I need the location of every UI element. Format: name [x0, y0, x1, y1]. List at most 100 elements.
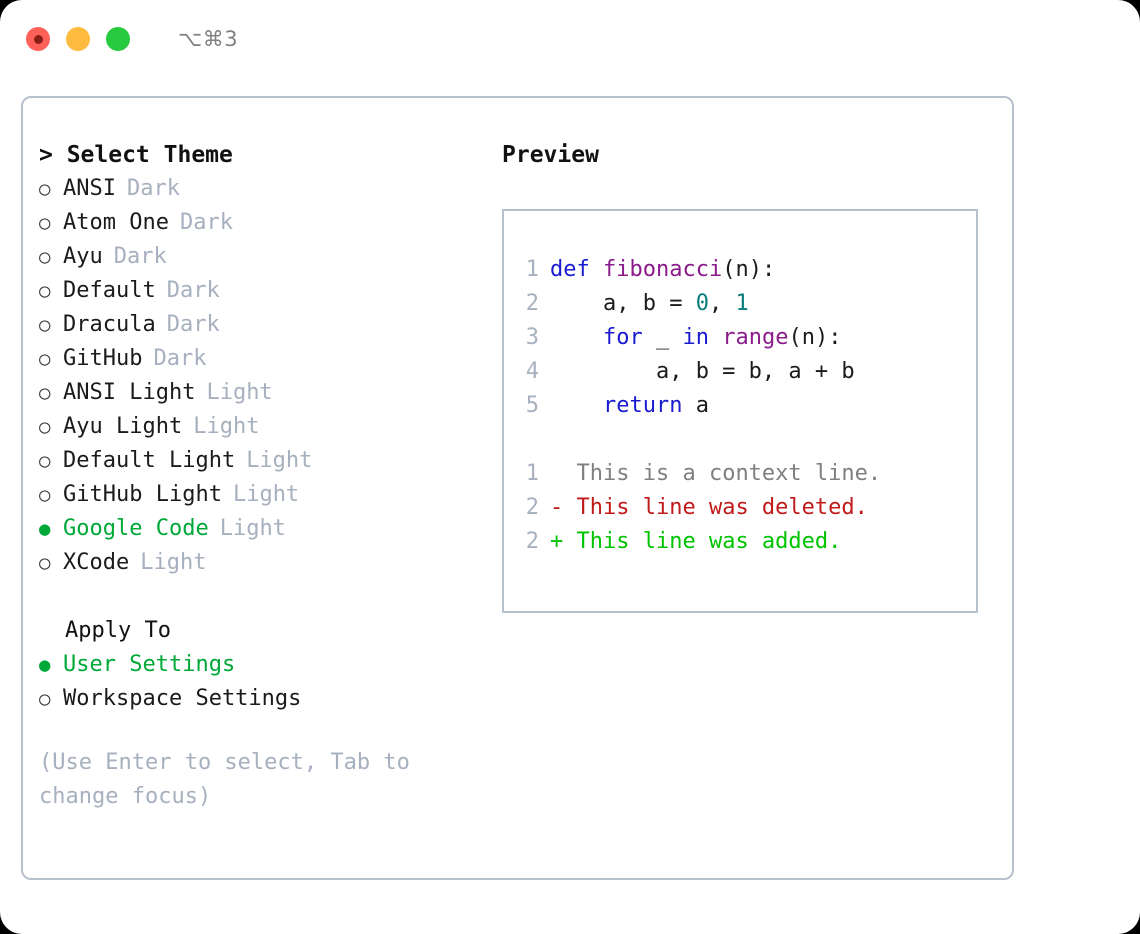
radio-unselected-icon: ○	[39, 314, 51, 336]
radio-unselected-icon: ○	[39, 450, 51, 472]
radio-unselected-icon: ○	[39, 382, 51, 404]
keyboard-hint-text: (Use Enter to select, Tab to change focu…	[39, 750, 424, 809]
preview-heading: Preview	[502, 142, 599, 168]
theme-variant-badge: Dark	[166, 278, 220, 303]
close-button[interactable]	[26, 27, 50, 51]
theme-variant-badge: Dark	[126, 176, 180, 201]
code-token-kw: in	[682, 325, 709, 350]
window-controls	[26, 27, 130, 51]
code-line-content: for _ in range(n):	[550, 321, 841, 355]
minimize-button[interactable]	[66, 27, 90, 51]
diff-line-content: This is a context line.	[576, 461, 882, 486]
theme-option-label: XCode	[63, 550, 130, 575]
apply-to-heading: Apply To	[65, 618, 171, 643]
code-token-plain: (n):	[722, 257, 776, 282]
code-line-number: 5	[525, 393, 539, 418]
theme-variant-badge: Light	[193, 414, 260, 439]
theme-variant-badge: Light	[206, 380, 273, 405]
code-line-number: 4	[525, 359, 539, 384]
code-token-plain: ,	[708, 291, 736, 316]
theme-option-ansi-light[interactable]: ○ ANSI Light Light	[39, 376, 494, 410]
diff-line: 1 This is a context line.	[520, 457, 976, 491]
theme-option-label: Default	[63, 278, 156, 303]
theme-option-label: ANSI	[63, 176, 116, 201]
theme-option-label: GitHub Light	[63, 482, 222, 507]
theme-option-ayu[interactable]: ○ Ayu Dark	[39, 240, 494, 274]
radio-unselected-icon: ○	[39, 212, 51, 234]
theme-option-label: Default Light	[63, 448, 236, 473]
radio-unselected-icon: ○	[39, 246, 51, 268]
code-token-plain	[550, 393, 603, 418]
code-token-plain: a, b = b, a + b	[550, 359, 855, 384]
code-token-plain: _	[642, 325, 683, 350]
theme-option-label: GitHub	[63, 346, 143, 371]
code-token-plain: (n):	[788, 325, 842, 350]
theme-option-ayu-light[interactable]: ○ Ayu Light Light	[39, 410, 494, 444]
radio-unselected-icon: ○	[39, 178, 51, 200]
theme-variant-badge: Dark	[166, 312, 220, 337]
apply-to-option-label: User Settings	[63, 652, 236, 677]
code-token-kw: def	[550, 257, 603, 282]
theme-option-ansi[interactable]: ○ ANSI Dark	[39, 172, 494, 206]
code-line-number: 2	[525, 291, 539, 316]
code-token-fn: range	[722, 325, 789, 350]
theme-variant-badge: Light	[232, 482, 300, 507]
code-token-fn: fibonacci	[602, 257, 723, 282]
code-line-content: a, b = b, a + b	[550, 355, 855, 389]
code-token-num: 1	[735, 291, 749, 316]
select-theme-heading: > Select Theme	[39, 142, 233, 168]
theme-option-github[interactable]: ○ GitHub Dark	[39, 342, 494, 376]
theme-variant-badge: Dark	[113, 244, 167, 269]
diff-marker: +	[550, 529, 577, 554]
diff-line-number: 2	[525, 495, 539, 520]
theme-option-label: Ayu	[63, 244, 103, 269]
maximize-button[interactable]	[106, 27, 130, 51]
theme-variant-badge: Light	[219, 516, 286, 541]
code-token-plain	[550, 325, 603, 350]
code-line-number: 3	[525, 325, 539, 350]
radio-unselected-icon: ○	[39, 348, 51, 370]
code-token-num: 0	[695, 291, 709, 316]
code-token-kw: return	[602, 393, 683, 418]
apply-to-option-user-settings[interactable]: ●User Settings	[39, 648, 494, 682]
code-token-plain: a	[682, 393, 709, 418]
code-line-content: def fibonacci(n):	[550, 253, 775, 287]
radio-unselected-icon: ○	[39, 416, 51, 438]
code-line: 4 a, b = b, a + b	[520, 355, 976, 389]
theme-option-label: Atom One	[63, 210, 169, 235]
theme-option-label: Ayu Light	[63, 414, 183, 439]
theme-variant-badge: Dark	[153, 346, 207, 371]
diff-marker: -	[550, 495, 577, 520]
code-line: 1 def fibonacci(n):	[520, 253, 976, 287]
code-line-content: return a	[550, 389, 709, 423]
list-spacer	[39, 580, 494, 614]
code-token-plain: a, b =	[550, 291, 696, 316]
diff-line-number: 1	[525, 461, 539, 486]
code-diff-gap	[520, 423, 976, 457]
code-line-content: a, b = 0, 1	[550, 287, 749, 321]
title-bar: ⌥⌘3	[0, 0, 1140, 78]
diff-marker	[550, 457, 577, 491]
theme-option-label: ANSI Light	[63, 380, 196, 405]
diff-line: 2+ This line was added.	[520, 525, 976, 559]
apply-to-option-workspace-settings[interactable]: ○Workspace Settings	[39, 682, 494, 716]
diff-line: 2- This line was deleted.	[520, 491, 976, 525]
code-line-number: 1	[525, 257, 539, 282]
keyboard-shortcut-label: ⌥⌘3	[178, 27, 239, 51]
radio-selected-icon: ●	[39, 518, 51, 540]
code-token-plain	[709, 325, 722, 350]
diff-line-content: This line was added.	[576, 529, 842, 554]
